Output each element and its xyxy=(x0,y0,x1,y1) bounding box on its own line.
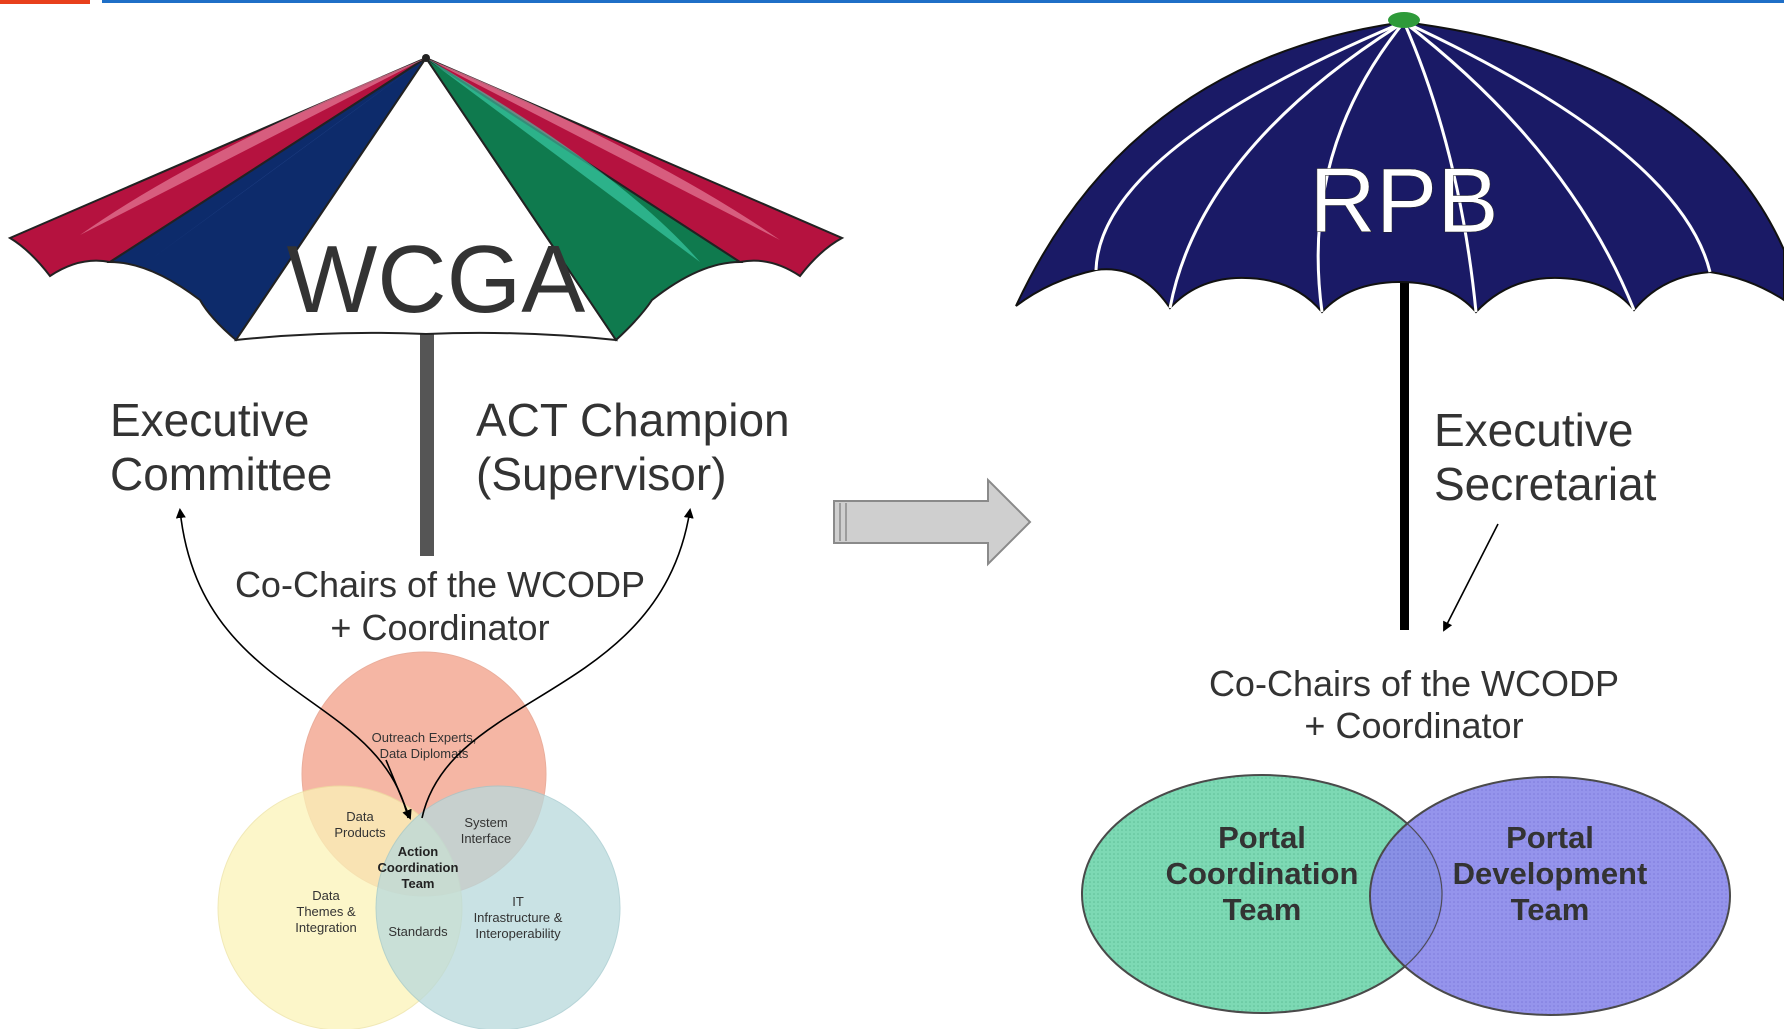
venn-center-line-2: Coordination xyxy=(378,860,459,875)
act-champion-line-1: ACT Champion xyxy=(476,394,790,446)
canopy-segment-red-right xyxy=(425,57,845,278)
portal-coordination-line-3: Team xyxy=(1223,892,1302,927)
venn-bottom-line-1: Standards xyxy=(388,924,448,939)
rib-3 xyxy=(1402,21,1478,313)
act-champion-line-2: (Supervisor) xyxy=(476,448,727,500)
umbrella-title-wcga: WCGA xyxy=(287,226,586,333)
rib-5 xyxy=(1094,20,1405,271)
venn-circle-it xyxy=(375,785,621,1029)
portal-overlap-outline xyxy=(1081,774,1443,1014)
venn-right-line-1: IT xyxy=(512,894,524,909)
rib-2 xyxy=(1316,21,1406,313)
arrow-to-executive-committee xyxy=(175,508,409,819)
arrow-to-act-champion xyxy=(421,508,694,819)
umbrella-pole xyxy=(420,320,434,556)
portal-development-line-2: Development xyxy=(1453,856,1648,891)
portal-development-line-3: Team xyxy=(1511,892,1590,927)
rib-1 xyxy=(1168,20,1405,309)
rib-6 xyxy=(1403,20,1712,273)
right-cochairs-line-2: + Coordinator xyxy=(1304,705,1523,746)
header-accent xyxy=(0,0,90,4)
portal-coordination-line-1: Portal xyxy=(1218,820,1306,855)
header-rule xyxy=(102,0,1784,3)
rpb-canopy xyxy=(1015,20,1784,314)
canopy-segment-red-left xyxy=(7,57,427,278)
canopy-highlight-right xyxy=(426,58,780,240)
rpb-umbrella-pole xyxy=(1400,262,1409,630)
portal-teams: Portal Coordination Team Portal Developm… xyxy=(1081,774,1731,1016)
venn-top-left-line-1: Data xyxy=(346,809,374,824)
canopy-segment-green xyxy=(425,57,744,342)
executive-secretariat-line-1: Executive xyxy=(1434,404,1633,456)
left-cochairs-line-1: Co-Chairs of the WCODP xyxy=(235,564,645,605)
executive-secretariat-line-2: Secretariat xyxy=(1434,458,1657,510)
venn-top-right-line-1: System xyxy=(464,815,507,830)
portal-coordination-line-2: Coordination xyxy=(1166,856,1359,891)
venn-top-left-line-2: Products xyxy=(334,825,386,840)
umbrella-title-rpb: RPB xyxy=(1309,150,1498,252)
venn-left-line-2: Themes & xyxy=(296,904,356,919)
venn-left-line-3: Integration xyxy=(295,920,356,935)
rpb-umbrella: RPB xyxy=(1015,12,1784,630)
venn-right-line-2: Infrastructure & xyxy=(474,910,563,925)
transition-arrow xyxy=(833,477,1032,567)
left-cochairs-line-2: + Coordinator xyxy=(330,607,549,648)
block-arrow xyxy=(833,477,1032,567)
act-venn-diagram: Outreach Experts, Data Diplomats Data Pr… xyxy=(217,651,621,1029)
executive-committee-line-2: Committee xyxy=(110,448,332,500)
arrow-into-act-1 xyxy=(385,759,412,820)
executive-committee-line-1: Executive xyxy=(110,394,309,446)
venn-left-line-1: Data xyxy=(312,888,340,903)
venn-right-line-3: Interoperability xyxy=(475,926,561,941)
venn-center-line-3: Team xyxy=(402,876,435,891)
canopy-highlight-blue xyxy=(150,58,426,260)
wcga-umbrella: WCGA xyxy=(7,54,845,556)
canopy-segment-white xyxy=(233,56,619,342)
venn-top-right-line-2: Interface xyxy=(461,831,512,846)
venn-top-line-2: Data Diplomats xyxy=(380,746,469,761)
rpb-umbrella-tip xyxy=(1388,12,1420,28)
portal-development-line-1: Portal xyxy=(1506,820,1594,855)
umbrella-tip xyxy=(422,54,430,62)
canopy-segment-blue xyxy=(106,57,427,342)
venn-center-line-1: Action xyxy=(398,844,439,859)
canopy-highlight-left xyxy=(80,58,426,235)
venn-top-line-1: Outreach Experts, xyxy=(372,730,477,745)
portal-development-ellipse xyxy=(1369,776,1731,1016)
canopy-highlight-green xyxy=(426,58,700,262)
right-cochairs-line-1: Co-Chairs of the WCODP xyxy=(1209,663,1619,704)
arrow-secretariat-to-pole xyxy=(1443,523,1499,632)
rib-4 xyxy=(1403,20,1636,311)
